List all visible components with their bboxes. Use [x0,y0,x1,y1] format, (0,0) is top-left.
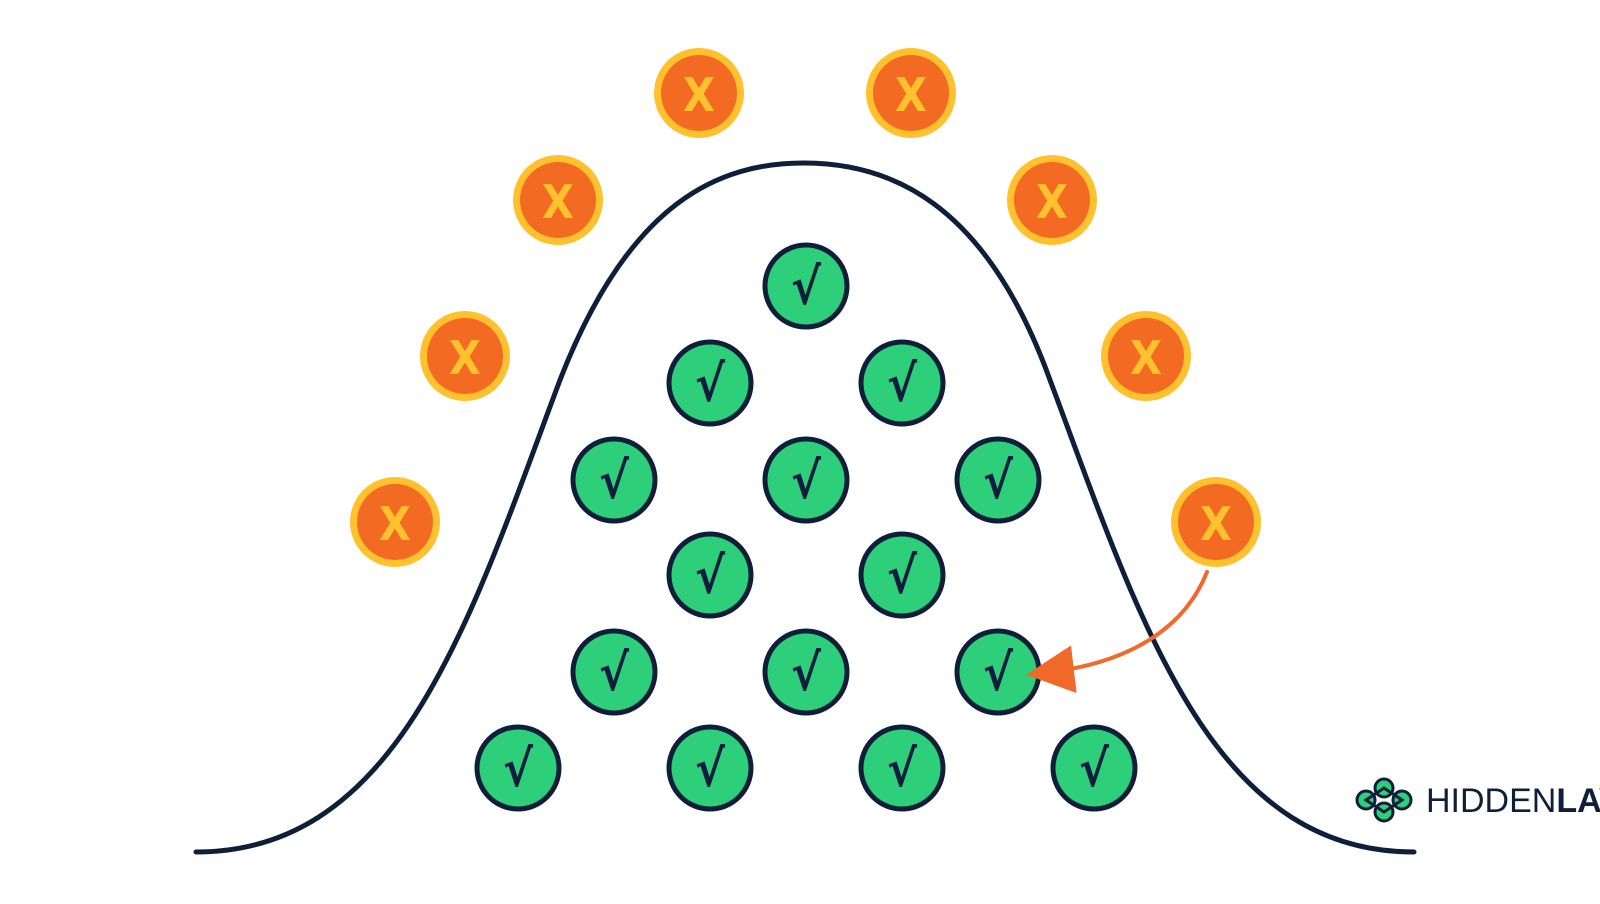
valid-points: √ √ √ √ √ √ √ √ √ √ √ √ √ √ √ [474,242,1138,812]
x-icon: X [1200,497,1232,551]
check-icon: √ [983,644,1014,702]
x-icon: X [683,68,715,122]
check-icon: √ [887,547,918,605]
outlier-point: X [513,155,603,245]
x-icon: X [449,331,481,385]
check-icon: √ [791,258,822,316]
outlier-point: X [866,48,956,138]
valid-point: √ [858,339,946,427]
outlier-point: X [350,477,440,567]
check-icon: √ [695,547,726,605]
x-icon: X [542,175,574,229]
outlier-points: X X X X X X X X [350,48,1261,567]
outlier-point: X [420,311,510,401]
valid-point: √ [1050,724,1138,812]
check-icon: √ [983,452,1014,510]
logo-wordmark: HIDDENLAYER [1426,782,1600,820]
valid-point: √ [474,724,562,812]
check-icon: √ [791,452,822,510]
valid-point: √ [762,436,850,524]
valid-point: √ [570,628,658,716]
valid-point: √ [858,531,946,619]
check-icon: √ [599,644,630,702]
reclassification-arrow [1026,570,1209,694]
x-icon: X [1036,175,1068,229]
hiddenlayer-logo: HIDDENLAYER [1355,777,1600,823]
check-icon: √ [599,452,630,510]
hiddenlayer-logo-icon [1355,777,1413,823]
valid-point: √ [666,724,754,812]
valid-point: √ [570,436,658,524]
check-icon: √ [695,355,726,413]
outlier-point: X [1007,155,1097,245]
x-icon: X [1130,331,1162,385]
logo-text-hidden: HIDDEN [1426,782,1556,820]
valid-point: √ [762,628,850,716]
x-icon: X [379,497,411,551]
outlier-point: X [1101,311,1191,401]
check-icon: √ [887,355,918,413]
check-icon: √ [791,644,822,702]
check-icon: √ [695,740,726,798]
bell-curve [193,160,1417,855]
logo-text-layer: LAYER [1556,782,1600,820]
x-icon: X [895,68,927,122]
outlier-point: X [1171,477,1261,567]
valid-point: √ [954,628,1042,716]
valid-point: √ [666,339,754,427]
check-icon: √ [887,740,918,798]
valid-point: √ [954,436,1042,524]
check-icon: √ [1079,740,1110,798]
valid-point: √ [762,242,850,330]
valid-point: √ [858,724,946,812]
valid-point: √ [666,531,754,619]
check-icon: √ [503,740,534,798]
outlier-point: X [654,48,744,138]
